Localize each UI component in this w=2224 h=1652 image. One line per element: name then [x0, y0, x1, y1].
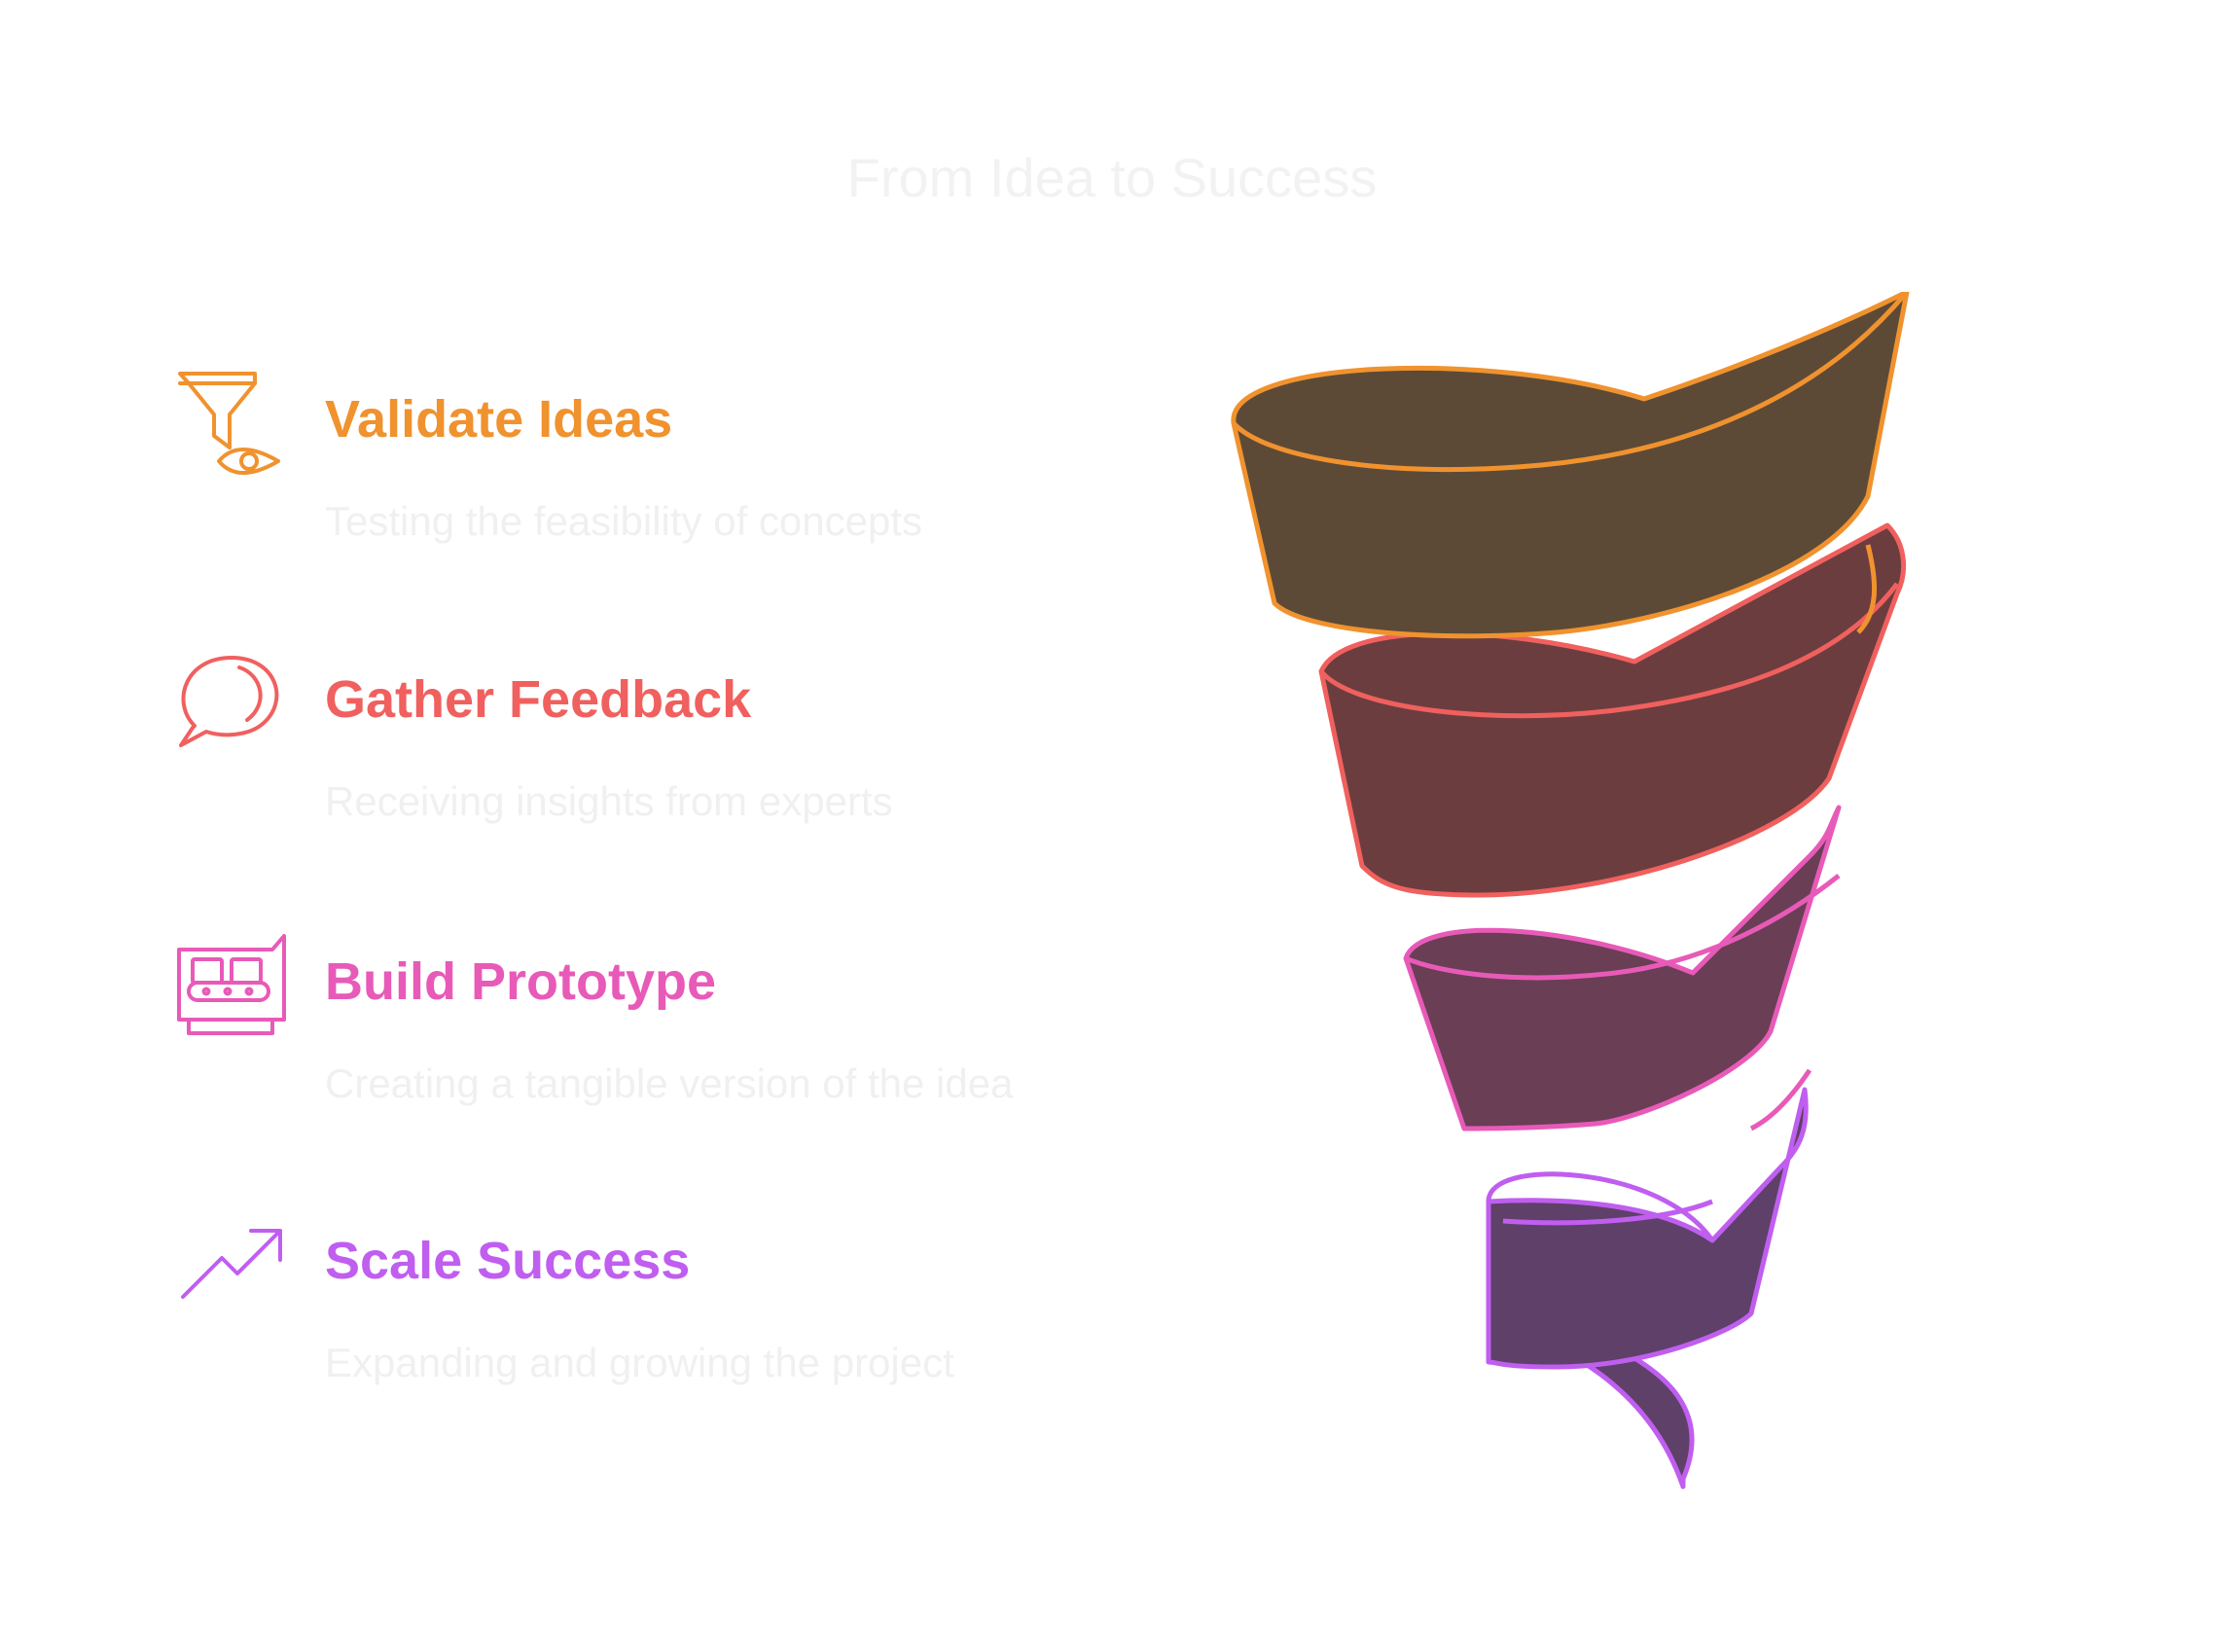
funnel-eye-icon: [175, 370, 287, 482]
funnel-band-4: [1486, 1087, 1809, 1370]
prototype-conveyor-icon: [175, 932, 287, 1044]
step-validate-ideas: Validate Ideas Testing the feasibility o…: [175, 370, 1148, 593]
step-label: Validate Ideas: [325, 390, 673, 449]
step-label: Scale Success: [325, 1232, 691, 1290]
spiral-funnel-graphic: [1231, 292, 1910, 1490]
funnel-band-3: [1403, 805, 1842, 1131]
step-gather-feedback: Gather Feedback Receiving insights from …: [175, 650, 1148, 874]
step-description: Creating a tangible version of the idea: [325, 1060, 1014, 1106]
step-label: Build Prototype: [325, 952, 716, 1011]
trend-up-icon: [175, 1211, 287, 1323]
step-scale-success: Scale Success Expanding and growing the …: [175, 1211, 1148, 1435]
funnel-tail: [1554, 1345, 1695, 1490]
step-description: Receiving insights from experts: [325, 778, 893, 824]
step-description: Testing the feasibility of concepts: [325, 498, 923, 544]
speech-bubble-icon: [175, 650, 287, 762]
step-description: Expanding and growing the project: [325, 1340, 954, 1385]
step-build-prototype: Build Prototype Creating a tangible vers…: [175, 932, 1148, 1156]
step-label: Gather Feedback: [325, 670, 752, 729]
page-title: From Idea to Success: [846, 147, 1378, 208]
